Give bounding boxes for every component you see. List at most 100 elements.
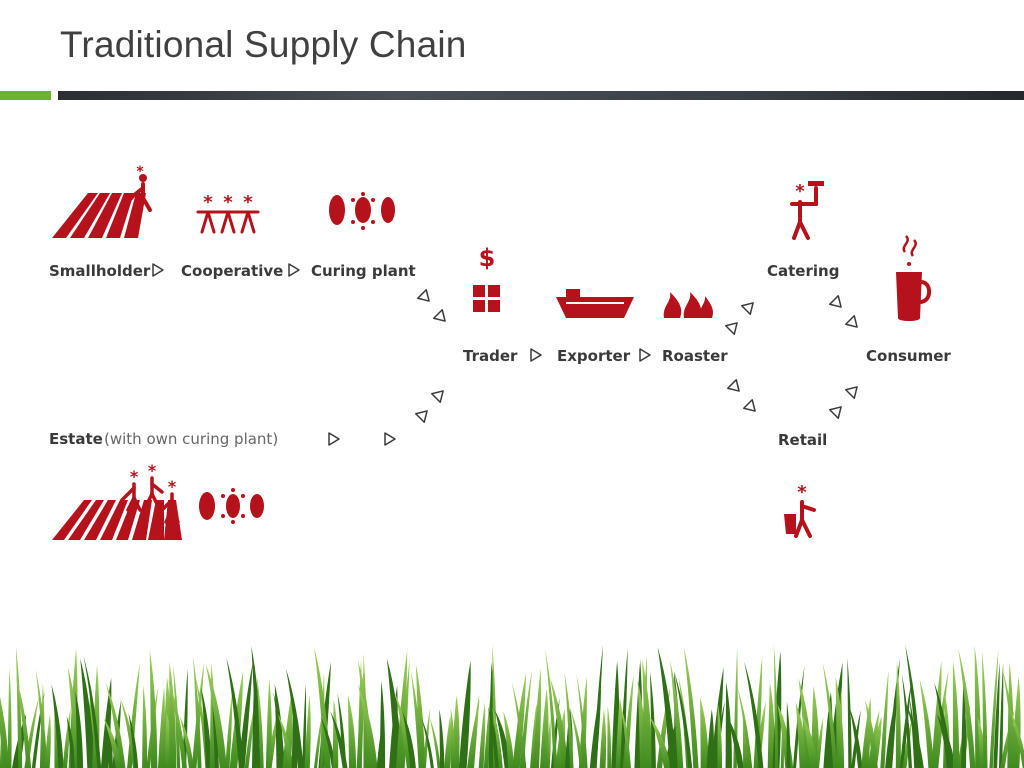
grass-blade <box>895 660 901 768</box>
node-smallholder: Smallholder <box>49 262 151 280</box>
svg-text:*: * <box>223 192 233 213</box>
grass-blade <box>158 686 165 768</box>
grass-blade <box>83 655 102 768</box>
field-icon <box>52 193 146 238</box>
grass-blade <box>621 706 631 768</box>
grass-blade <box>576 673 588 768</box>
grass-blade <box>599 709 607 768</box>
grass-blade <box>273 692 286 768</box>
grass-blade <box>642 659 653 768</box>
grass-blade <box>179 715 194 768</box>
grass-blade <box>80 658 95 768</box>
grass-blade <box>238 663 253 768</box>
grass-blade <box>607 705 612 768</box>
node-catering: Catering <box>767 262 839 280</box>
grass-blade <box>478 702 486 768</box>
grass-blade <box>487 706 501 768</box>
farmer-icon <box>120 476 180 524</box>
grass-blade <box>767 682 775 768</box>
grass-blade <box>421 717 434 768</box>
grass-blade <box>865 699 878 768</box>
grass-blade <box>795 702 808 768</box>
grass-blade <box>550 677 569 768</box>
grass-blade <box>822 662 838 768</box>
svg-text:*: * <box>243 192 253 213</box>
grass-blade <box>564 671 574 768</box>
grass-blade <box>357 684 378 768</box>
grass-blade <box>989 649 999 768</box>
grass-blade <box>993 662 1000 768</box>
arrow-icon <box>741 297 759 315</box>
farmer-heads: * * * <box>130 461 177 496</box>
trader-icon <box>473 285 500 312</box>
arrow-icon <box>384 432 396 446</box>
svg-text:*: * <box>168 477 177 496</box>
grass-blade <box>469 694 480 768</box>
grass-blade <box>982 651 988 768</box>
grass-blade <box>737 685 753 768</box>
grass-blade <box>396 650 408 768</box>
grass-blade <box>650 671 656 768</box>
arrow-icon <box>727 379 745 397</box>
grass-blade <box>657 646 677 768</box>
svg-text:*: * <box>130 467 139 486</box>
grass-blade <box>128 712 139 768</box>
grass-blade <box>670 660 684 768</box>
arrow-icon <box>328 432 340 446</box>
grass-blade <box>717 703 723 768</box>
grass-blade <box>201 687 212 768</box>
grass-blade <box>545 649 558 768</box>
grass-blade <box>899 680 912 768</box>
vanilla-beans-icon <box>199 488 264 524</box>
grass-blade <box>999 662 1004 768</box>
waiter-icon: * <box>790 181 824 240</box>
cooperative-icon <box>196 210 260 234</box>
node-roaster: Roaster <box>662 347 728 365</box>
grass-blade <box>44 714 51 768</box>
grass-blade <box>649 716 671 768</box>
svg-text:*: * <box>148 461 157 480</box>
grass-blade <box>620 648 628 768</box>
arrow-icon <box>415 405 433 423</box>
grass-blade <box>169 661 177 768</box>
grass-blade <box>400 658 410 768</box>
arrow-icon <box>152 263 164 277</box>
grass-blade <box>683 646 699 768</box>
grass-blade <box>7 667 12 768</box>
arrow-icon <box>845 315 863 333</box>
grass-blade <box>936 714 956 768</box>
node-estate: Estate <box>49 430 103 448</box>
grass-blade <box>302 683 307 768</box>
svg-text:*: * <box>203 192 213 213</box>
arrow-icon <box>288 263 300 277</box>
grass-blade <box>880 670 889 768</box>
node-cooperative: Cooperative <box>181 262 283 280</box>
arrow-icon <box>431 385 449 403</box>
grass-blade <box>226 657 244 768</box>
arrow-icon <box>725 317 743 335</box>
farmer-head-star: * <box>136 164 144 180</box>
arrow-icon <box>829 401 847 419</box>
grass-blade <box>503 710 515 768</box>
grass-blade <box>952 660 960 768</box>
grass-blade <box>919 678 934 768</box>
grass-blade <box>205 663 227 768</box>
arrow-icon <box>829 295 847 313</box>
grass-blade <box>16 677 32 768</box>
grass-blade <box>700 697 709 768</box>
grass-blade <box>35 669 48 768</box>
estate-note: (with own curing plant) <box>104 430 278 448</box>
grass-blade <box>786 701 791 768</box>
grass-blade <box>103 717 122 768</box>
grass-blade <box>901 673 912 768</box>
grass-blade <box>838 686 843 768</box>
grass-blade <box>906 703 924 768</box>
grass-blade <box>332 698 339 768</box>
grass-blade <box>753 656 763 768</box>
grass-blade <box>773 643 779 768</box>
grass-blade <box>494 710 511 768</box>
title-rule-accent <box>0 91 51 100</box>
svg-text:*: * <box>797 482 807 503</box>
grass-blade <box>347 694 357 768</box>
grass-blade <box>149 650 158 768</box>
